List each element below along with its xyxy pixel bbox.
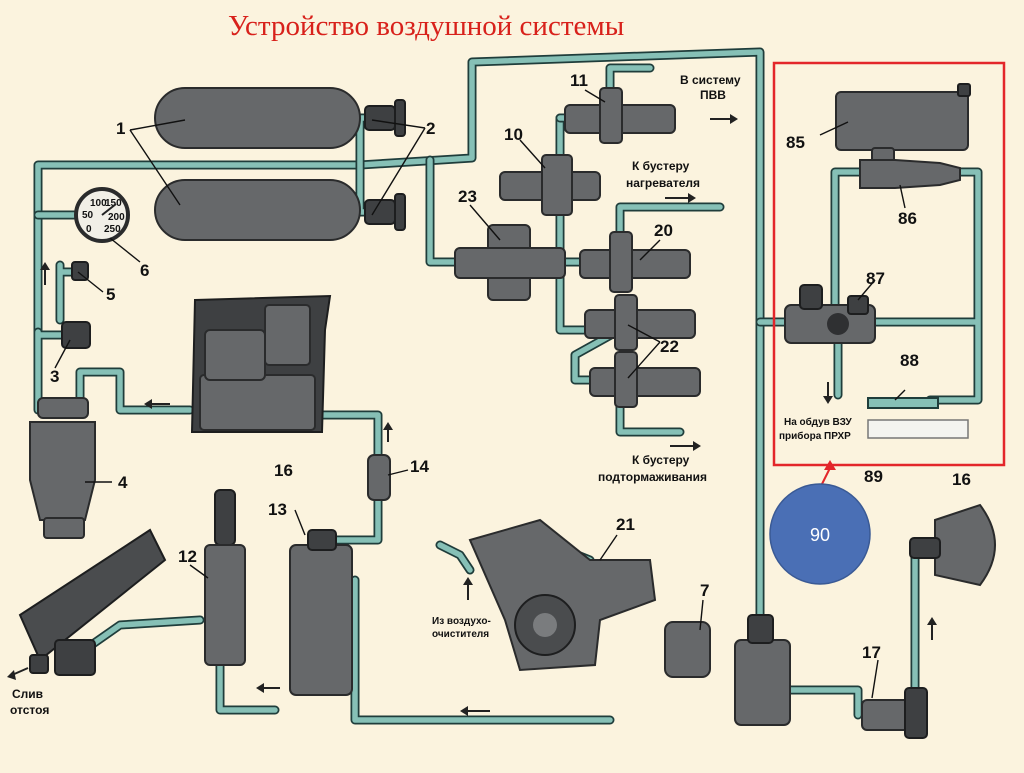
caption-pvv-line1: В систему (680, 73, 741, 87)
valve-10 (499, 154, 601, 216)
label-12: 12 (178, 547, 197, 566)
label-20: 20 (654, 221, 673, 240)
gauge-tick-0: 0 (86, 224, 92, 235)
label-17: 17 (862, 643, 881, 662)
label-16-compressor: 16 (274, 461, 293, 480)
label-16-booster: 16 (952, 470, 971, 489)
label-85: 85 (786, 133, 805, 152)
label-86: 86 (898, 209, 917, 228)
arrow-bottom (460, 706, 490, 716)
arrow-bottom-left (256, 683, 280, 693)
arrow-up-right (927, 617, 937, 640)
filter-86 (859, 159, 961, 189)
label-7: 7 (700, 581, 709, 600)
arrow-to-compressor (144, 399, 170, 409)
nozzle-88 (867, 397, 939, 409)
compressor-16 (190, 294, 332, 433)
callout-badge[interactable]: 90 (769, 483, 871, 585)
label-87: 87 (866, 269, 885, 288)
valve-block-87 (784, 284, 876, 344)
captions: В систему ПВВ К бустеру нагревателя К бу… (10, 73, 853, 717)
valves-22 (584, 294, 701, 408)
label-4: 4 (118, 473, 128, 492)
valve-17 (861, 687, 928, 739)
label-13: 13 (268, 500, 287, 519)
caption-vzu-line1: На обдув ВЗУ (784, 416, 853, 428)
arrow-up-left (40, 262, 50, 285)
booster-16 (909, 503, 996, 587)
caption-drain-line2: отстоя (10, 703, 49, 717)
label-6: 6 (140, 261, 149, 280)
gauge-tick-150: 150 (105, 198, 122, 209)
label-11: 11 (570, 71, 588, 90)
diagram-title: Устройство воздушной системы (228, 10, 625, 42)
engine-21 (468, 518, 657, 672)
leader-lines (54, 89, 906, 699)
drain-valve-5 (55, 260, 89, 325)
valve-3 (61, 321, 91, 349)
cylinder-valves (364, 99, 406, 231)
badge-label: 90 (810, 525, 830, 545)
air-cylinder-bottom (154, 179, 361, 241)
gauge-tick-200: 200 (108, 212, 125, 223)
arrow-down-vzu (823, 382, 833, 404)
valve-unit-12 (204, 489, 246, 666)
label-14: 14 (410, 457, 429, 476)
caption-vzu-line2: прибора ПРХР (779, 430, 851, 442)
label-88: 88 (900, 351, 919, 370)
caption-drain-line1: Слив (12, 687, 43, 701)
arrow-drain (7, 667, 29, 680)
caption-heater-line1: К бустеру (632, 159, 690, 173)
caption-cleaner-line1: Из воздухо- (432, 616, 491, 627)
caption-heater-line2: нагревателя (626, 176, 700, 190)
arrow-brake (670, 441, 701, 451)
gauge-tick-50: 50 (82, 210, 94, 221)
label-1: 1 (116, 119, 125, 138)
caption-brake-line1: К бустеру (632, 453, 690, 467)
caption-cleaner-line2: очистителя (432, 629, 489, 640)
label-23: 23 (458, 187, 477, 206)
highlight-frame (772, 61, 1006, 467)
label-89: 89 (864, 467, 883, 486)
caption-pvv-line2: ПВВ (700, 88, 726, 102)
pressure-gauge: 100 50 150 200 250 0 (74, 187, 130, 243)
pressure-regulator-7 (664, 614, 791, 726)
oil-separator-4 (29, 397, 96, 539)
label-5: 5 (106, 285, 115, 304)
reservoir-85 (835, 83, 971, 169)
arrow-up-14 (383, 422, 393, 442)
gauge-tick-100: 100 (90, 198, 107, 209)
settling-tank-13 (289, 529, 353, 696)
label-22: 22 (660, 337, 679, 356)
part-numbers: 1 2 3 4 5 6 7 10 11 12 13 14 16 16 17 20… (50, 71, 971, 662)
label-21: 21 (616, 515, 635, 534)
filter-14 (367, 454, 391, 501)
label-10: 10 (504, 125, 523, 144)
arrow-pvv (710, 114, 738, 124)
flow-arrows (7, 114, 937, 716)
gauge-tick-250: 250 (104, 224, 121, 235)
drain-housing (18, 528, 167, 676)
air-cylinder-top (154, 87, 361, 149)
arrow-from-cleaner (463, 577, 473, 600)
valve-11 (564, 87, 676, 144)
air-cylinders (154, 87, 361, 241)
label-2: 2 (426, 119, 435, 138)
label-3: 3 (50, 367, 59, 386)
sensor-89 (867, 419, 969, 439)
arrow-heater (665, 193, 696, 203)
valve-20 (579, 231, 691, 293)
distributor-23 (454, 224, 566, 301)
caption-brake-line2: подтормаживания (598, 470, 707, 484)
